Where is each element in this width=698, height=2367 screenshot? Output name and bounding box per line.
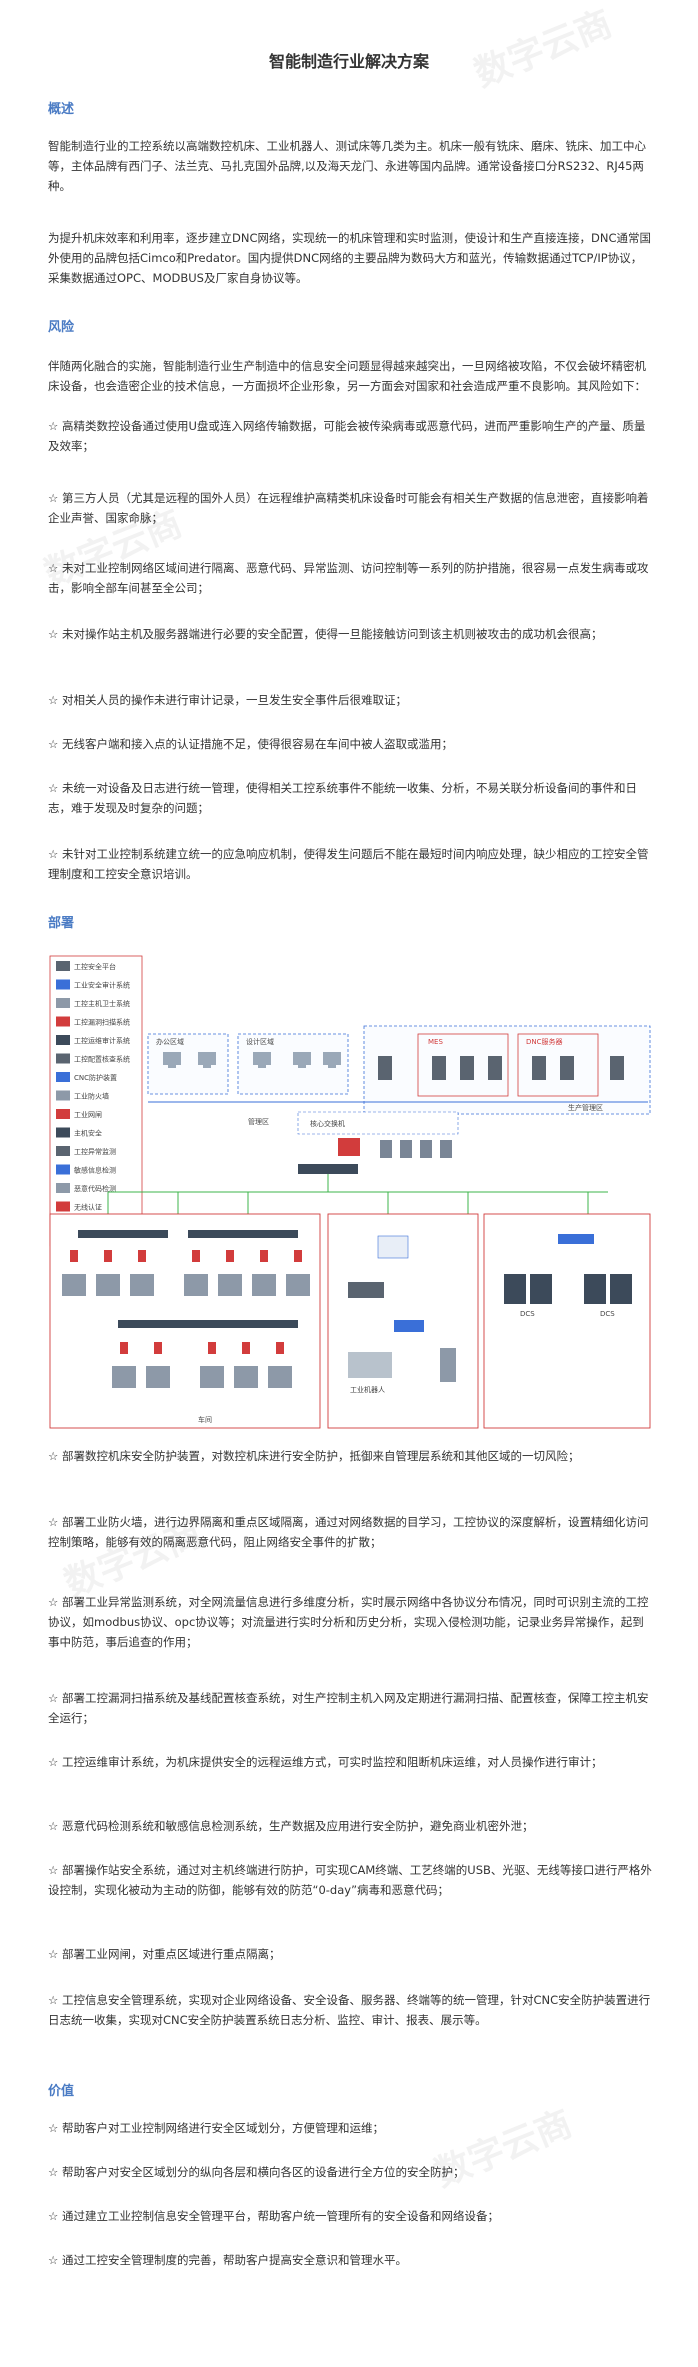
legend-label: 工业防火墙 — [74, 1092, 109, 1101]
deploy-item: ☆ 部署工业防火墙，进行边界隔离和重点区域隔离，通过对网络数据的目学习，工控协议… — [48, 1515, 649, 1549]
legend-icon — [56, 979, 70, 990]
section-heading-value: 价值 — [48, 2084, 75, 2099]
legend-icon — [56, 1090, 70, 1101]
legend-icon — [56, 1183, 70, 1193]
value-item: ☆ 通过工控安全管理制度的完善，帮助客户提高安全意识和管理水平。 — [48, 2253, 407, 2267]
overview-paragraph-2: 为提升机床效率和利用率，逐步建立DNC网络，实现统一的机床管理和实时监测，使设计… — [48, 231, 651, 285]
legend-label: 工控异常监测 — [74, 1147, 116, 1156]
legend-label: 恶意代码检测 — [74, 1184, 116, 1193]
legend-label: 无线认证 — [74, 1203, 102, 1212]
risk-item: ☆ 未对操作站主机及服务器端进行必要的安全配置，使得一旦能接触访问到该主机则被攻… — [48, 627, 603, 641]
deploy-item: ☆ 部署工业网闸，对重点区域进行重点隔离； — [48, 1947, 281, 1961]
legend-icon — [56, 1127, 70, 1138]
deploy-item: ☆ 部署数控机床安全防护装置，对数控机床进行安全防护，抵御来自管理层系统和其他区… — [48, 1449, 580, 1463]
legend-icon — [56, 1072, 70, 1082]
risk-item: ☆ 高精类数控设备通过使用U盘或连入网络传输数据，可能会被传染病毒或恶意代码，进… — [48, 419, 646, 453]
legend-icon — [56, 1109, 70, 1119]
diagram-label-mgmt: 管理区 — [248, 1117, 269, 1126]
diagram-label-dcs: DCS — [600, 1310, 615, 1318]
risk-item: ☆ 对相关人员的操作未进行审计记录，一旦发生安全事件后很难取证； — [48, 693, 407, 707]
diagram-label-core: 核心交换机 — [310, 1119, 345, 1128]
diagram-label-dcs: DCS — [520, 1310, 535, 1318]
legend-label: 工业网闸 — [74, 1110, 102, 1119]
deploy-item: ☆ 部署操作站安全系统，通过对主机终端进行防护，可实现CAM终端、工艺终端的US… — [48, 1863, 652, 1897]
diagram-label-robot: 工业机器人 — [350, 1385, 385, 1394]
page-title: 智能制造行业解决方案 — [268, 52, 429, 71]
legend-label: 敏感信息检测 — [74, 1166, 116, 1175]
value-item: ☆ 通过建立工业控制信息安全管理平台，帮助客户统一管理所有的安全设备和网络设备； — [48, 2209, 499, 2223]
legend-label: 工控配置核查系统 — [74, 1055, 130, 1064]
legend-label: 工控漏洞扫描系统 — [74, 1018, 130, 1027]
diagram-label-dnc: DNC服务器 — [526, 1037, 563, 1046]
legend-icon — [56, 1035, 70, 1045]
diagram-label-area: 车间 — [198, 1415, 212, 1424]
section-heading-risk: 风险 — [48, 320, 75, 335]
risk-item: ☆ 未针对工业控制系统建立统一的应急响应机制，使得发生问题后不能在最短时间内响应… — [48, 847, 649, 881]
risk-item: ☆ 未对工业控制网络区域间进行隔离、恶意代码、异常监测、访问控制等一系列的防护措… — [48, 561, 649, 595]
network-architecture-diagram: 工控安全平台工业安全审计系统工控主机卫士系统工控漏洞扫描系统工控运维审计系统工控… — [48, 952, 652, 1434]
deploy-item: ☆ 部署工控漏洞扫描系统及基线配置核查系统，对生产控制主机入网及定期进行漏洞扫描… — [48, 1691, 649, 1725]
diagram-label-office: 办公区域 — [156, 1037, 184, 1046]
legend-icon — [56, 961, 70, 971]
legend-label: 主机安全 — [74, 1129, 102, 1138]
diagram-label-design: 设计区域 — [246, 1037, 274, 1046]
risk-item: ☆ 无线客户端和接入点的认证措施不足，使得很容易在车间中被人盗取或滥用； — [48, 737, 453, 751]
legend-icon — [56, 998, 70, 1008]
section-heading-deploy: 部署 — [48, 916, 75, 931]
section-heading-overview: 概述 — [48, 102, 75, 117]
deploy-item: ☆ 工控信息安全管理系统，实现对企业网络设备、安全设备、服务器、终端等的统一管理… — [48, 1993, 651, 2027]
legend-icon — [56, 1016, 70, 1027]
legend-icon — [56, 1201, 70, 1212]
legend-label: 工控安全平台 — [74, 962, 116, 971]
risk-intro: 伴随两化融合的实施，智能制造行业生产制造中的信息安全问题显得越来越突出，一旦网络… — [48, 359, 646, 393]
legend-label: 工控运维审计系统 — [74, 1036, 130, 1045]
risk-item: ☆ 未统一对设备及日志进行统一管理，使得相关工控系统事件不能统一收集、分析，不易… — [48, 781, 637, 815]
diagram-label-prod: 生产管理区 — [568, 1103, 603, 1112]
legend-label: CNC防护装置 — [74, 1073, 117, 1082]
legend-icon — [56, 1053, 70, 1064]
legend-label: 工业安全审计系统 — [74, 981, 130, 990]
overview-paragraph-1: 智能制造行业的工控系统以高端数控机床、工业机器人、测试床等几类为主。机床一般有铣… — [48, 139, 646, 193]
legend-label: 工控主机卫士系统 — [74, 999, 130, 1008]
value-item: ☆ 帮助客户对工业控制网络进行安全区域划分，方便管理和运维； — [48, 2121, 384, 2135]
risk-item: ☆ 第三方人员（尤其是远程的国外人员）在远程维护高精类机床设备时可能会有相关生产… — [48, 491, 649, 525]
deploy-item: ☆ 恶意代码检测系统和敏感信息检测系统，生产数据及应用进行安全防护，避免商业机密… — [48, 1819, 534, 1833]
legend-icon — [56, 1164, 70, 1175]
value-item: ☆ 帮助客户对安全区域划分的纵向各层和横向各区的设备进行全方位的安全防护； — [48, 2165, 465, 2179]
deploy-item: ☆ 部署工业异常监测系统，对全网流量信息进行多维度分析，实时展示网络中各协议分布… — [48, 1595, 649, 1649]
deploy-item: ☆ 工控运维审计系统，为机床提供安全的远程运维方式，可实时监控和阻断机床运维，对… — [48, 1755, 603, 1769]
diagram-label-mes: MES — [428, 1038, 443, 1046]
legend-icon — [56, 1146, 70, 1156]
